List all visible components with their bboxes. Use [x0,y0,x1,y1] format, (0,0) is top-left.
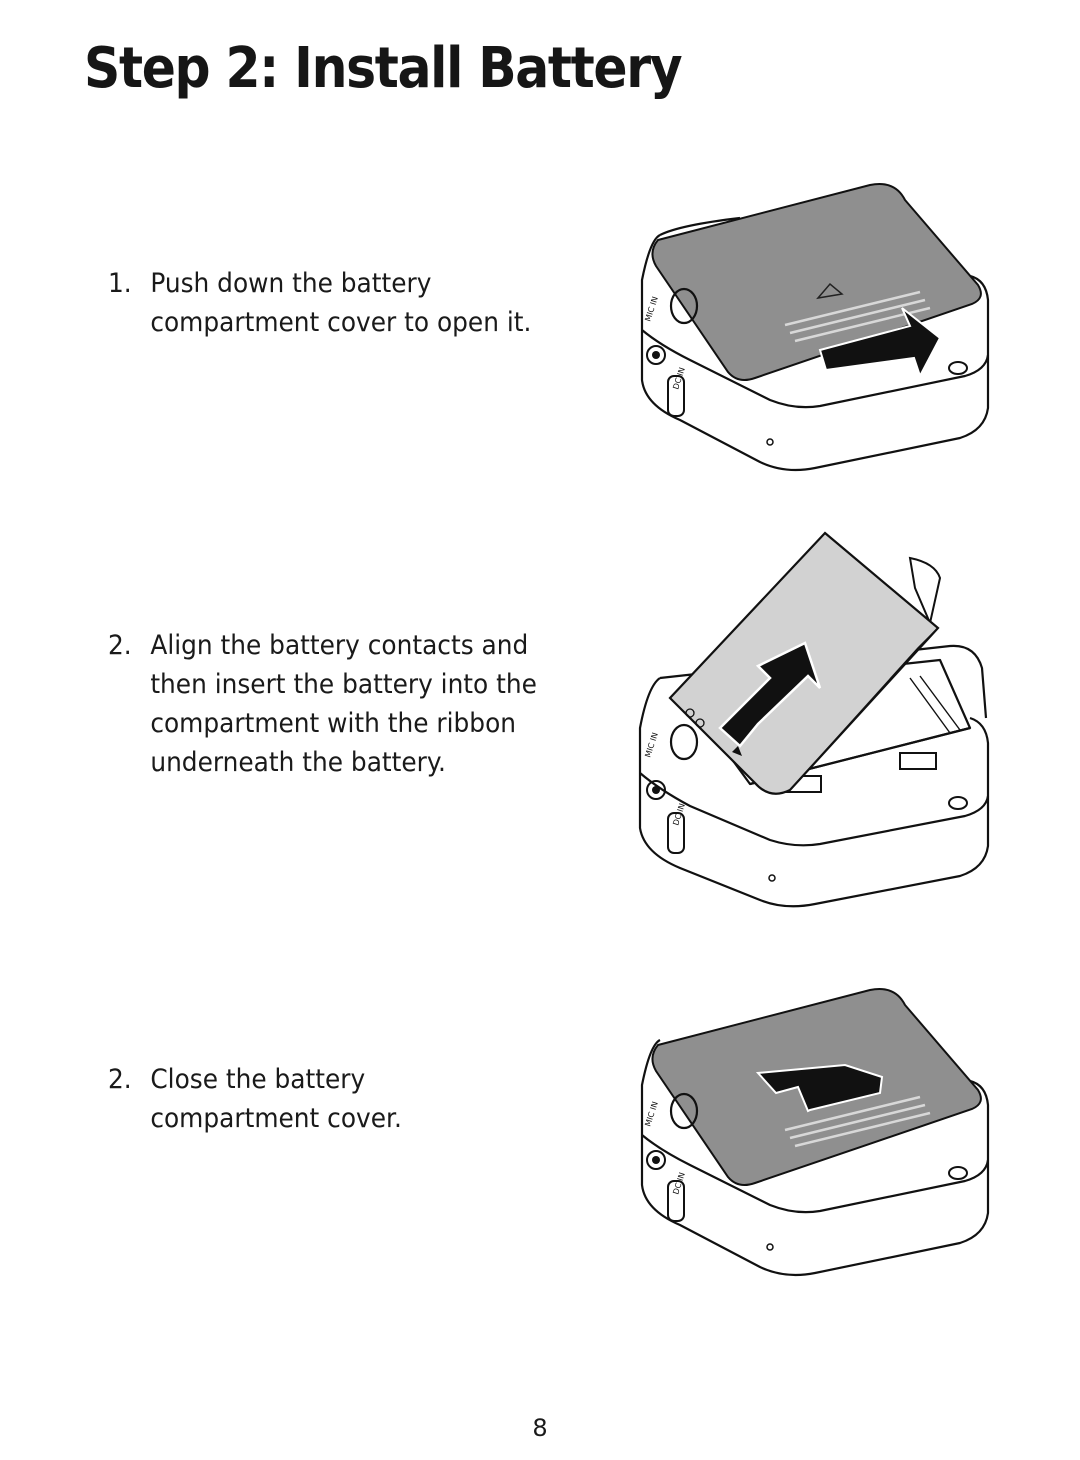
step-number: 2. [108,630,132,661]
camera-close-cover-illustration: MIC IN DC IN [640,988,990,1277]
figure-close-cover: MIC IN DC IN [620,985,1000,1285]
page-number: 8 [532,1414,548,1442]
step-text: Align the battery contacts and then inse… [150,630,537,778]
step-2-instruction: 2. Align the battery contacts and then i… [108,626,540,782]
mic-in-label: MIC IN [643,295,660,322]
camera-insert-battery-illustration: MIC IN DC IN [638,531,990,908]
step-3-instruction: 2. Close the battery compartment cover. [108,1060,540,1138]
mic-in-label: MIC IN [643,1100,660,1127]
figure-insert-battery: MIC IN DC IN [620,528,1000,918]
step-number: 2. [108,1064,132,1095]
page-title: Step 2: Install Battery [84,36,683,101]
step-text: Close the battery compartment cover. [150,1064,402,1134]
mic-in-label: MIC IN [643,731,660,758]
step-1-instruction: 1. Push down the battery compartment cov… [108,264,540,342]
step-text: Push down the battery compartment cover … [150,268,532,338]
figure-open-cover: MIC IN DC IN [620,180,1000,480]
camera-open-cover-illustration: MIC IN DC IN [640,183,990,472]
step-number: 1. [108,268,132,299]
